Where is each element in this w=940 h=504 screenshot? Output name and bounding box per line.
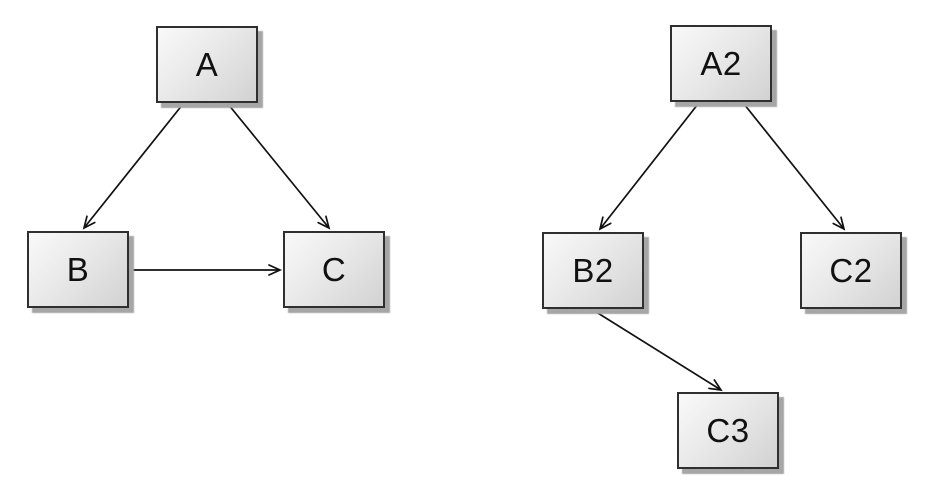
edge-A-B bbox=[82, 103, 184, 230]
node-C2-label: C2 bbox=[829, 252, 873, 289]
node-C3: C3 bbox=[677, 392, 779, 469]
edge-A2-B2 bbox=[598, 103, 699, 231]
node-C3-label: C3 bbox=[706, 412, 750, 449]
node-B: B bbox=[27, 231, 129, 308]
edge-B2-C3 bbox=[592, 309, 723, 392]
node-C2: C2 bbox=[800, 232, 902, 309]
node-C: C bbox=[283, 231, 385, 308]
node-B2: B2 bbox=[542, 232, 644, 309]
edge-A-C bbox=[227, 103, 331, 230]
node-B-label: B bbox=[66, 251, 90, 288]
node-C-label: C bbox=[321, 251, 347, 288]
node-A-label: A bbox=[195, 46, 219, 83]
node-A: A bbox=[156, 26, 258, 103]
node-A2: A2 bbox=[670, 25, 772, 102]
node-A2-label: A2 bbox=[700, 45, 742, 82]
edge-A2-C2 bbox=[743, 103, 846, 231]
node-B2-label: B2 bbox=[572, 252, 614, 289]
